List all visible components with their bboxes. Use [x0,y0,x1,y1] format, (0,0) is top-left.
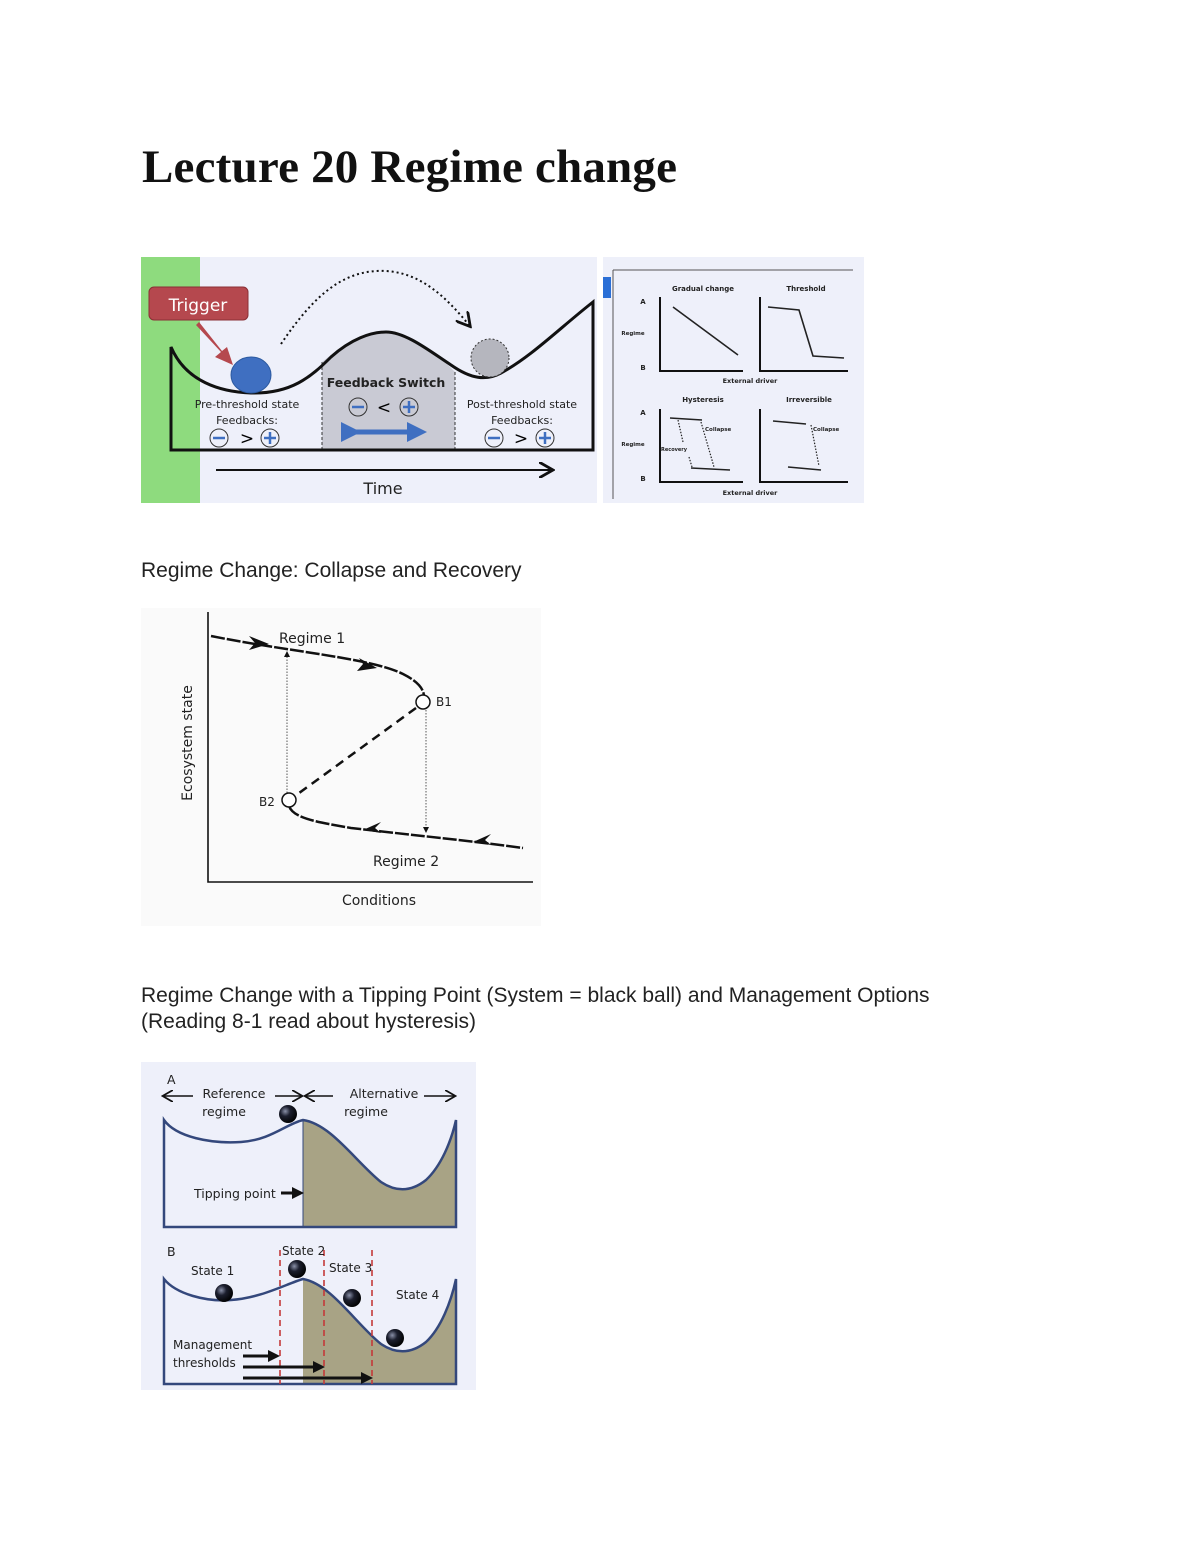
svg-text:>: > [514,429,528,449]
svg-text:thresholds: thresholds [173,1356,236,1370]
svg-text:Time: Time [362,479,402,498]
svg-text:Regime: Regime [621,442,645,448]
svg-text:Recovery: Recovery [661,447,688,453]
svg-text:Collapse: Collapse [705,427,732,433]
svg-text:B2: B2 [259,795,275,809]
svg-text:Feedbacks:: Feedbacks: [491,414,553,427]
svg-text:Ecosystem state: Ecosystem state [180,685,196,801]
feedback-switch-figure: Trigger Pre-threshold state Feedbacks: F… [141,257,597,503]
ball [230,356,272,394]
svg-text:Conditions: Conditions [342,893,416,909]
hysteresis-figure: Regime 1 Regime 2 B1 B2 Conditions Ecosy… [141,608,541,926]
svg-text:Pre-threshold state: Pre-threshold state [195,398,300,411]
minus-icon [209,428,229,448]
svg-text:regime: regime [202,1104,246,1119]
svg-text:A: A [167,1072,176,1087]
svg-text:Threshold: Threshold [786,285,825,293]
svg-text:regime: regime [344,1104,388,1119]
svg-text:State 2: State 2 [282,1244,325,1258]
svg-text:External driver: External driver [723,489,779,497]
switch-region [322,332,455,450]
svg-text:Hysteresis: Hysteresis [682,396,724,404]
svg-text:State 1: State 1 [191,1264,234,1278]
landscape-a [162,1116,458,1229]
svg-text:Reference: Reference [203,1086,266,1101]
trigger-box [148,286,249,321]
trigger-arrow [196,322,233,365]
future-ball [470,338,510,378]
svg-text:<: < [377,398,391,418]
svg-text:B: B [640,364,645,372]
minus-icon [484,428,504,448]
gradual-line [672,306,739,356]
svg-text:>: > [240,429,254,449]
regime1-curve [210,634,426,703]
landscape-curve [169,298,595,452]
svg-text:Post-threshold state: Post-threshold state [467,398,577,411]
b2-point [281,792,297,808]
svg-text:Regime: Regime [621,331,645,337]
svg-text:A: A [640,409,646,417]
svg-text:Management: Management [173,1338,252,1352]
svg-text:Collapse: Collapse [813,427,840,433]
svg-text:Regime 1: Regime 1 [279,631,345,647]
minus-icon [348,397,368,417]
svg-text:B: B [640,475,645,483]
caption-collapse-recovery: Regime Change: Collapse and Recovery [141,559,522,582]
svg-text:Alternative: Alternative [350,1086,419,1101]
regime-types-figure: Gradual change Threshold Hysteresis Irre… [603,257,864,503]
svg-text:B1: B1 [436,695,452,709]
svg-text:Gradual change: Gradual change [672,285,734,293]
unstable-branch [294,706,417,798]
plus-icon [535,428,555,448]
plus-icon [399,397,419,417]
tipping-point-figure: A Reference regime Alternative regime Ti… [141,1062,476,1390]
b1-point [415,694,431,710]
svg-text:Trigger: Trigger [168,296,228,316]
svg-text:Irreversible: Irreversible [786,396,832,404]
threshold-line [767,306,845,359]
svg-text:A: A [640,298,646,306]
svg-text:External driver: External driver [723,377,779,385]
svg-text:Feedback Switch: Feedback Switch [327,375,446,390]
svg-text:Regime 2: Regime 2 [373,854,439,870]
svg-text:State 3: State 3 [329,1261,372,1275]
svg-text:Feedbacks:: Feedbacks: [216,414,278,427]
svg-text:State 4: State 4 [396,1288,439,1302]
caption-tipping-point: Regime Change with a Tipping Point (Syst… [141,984,930,1033]
plus-icon [260,428,280,448]
svg-text:B: B [167,1244,176,1259]
page-title: Lecture 20 Regime change [142,141,678,193]
svg-text:Tipping point: Tipping point [193,1186,276,1201]
system-ball [279,1105,297,1123]
